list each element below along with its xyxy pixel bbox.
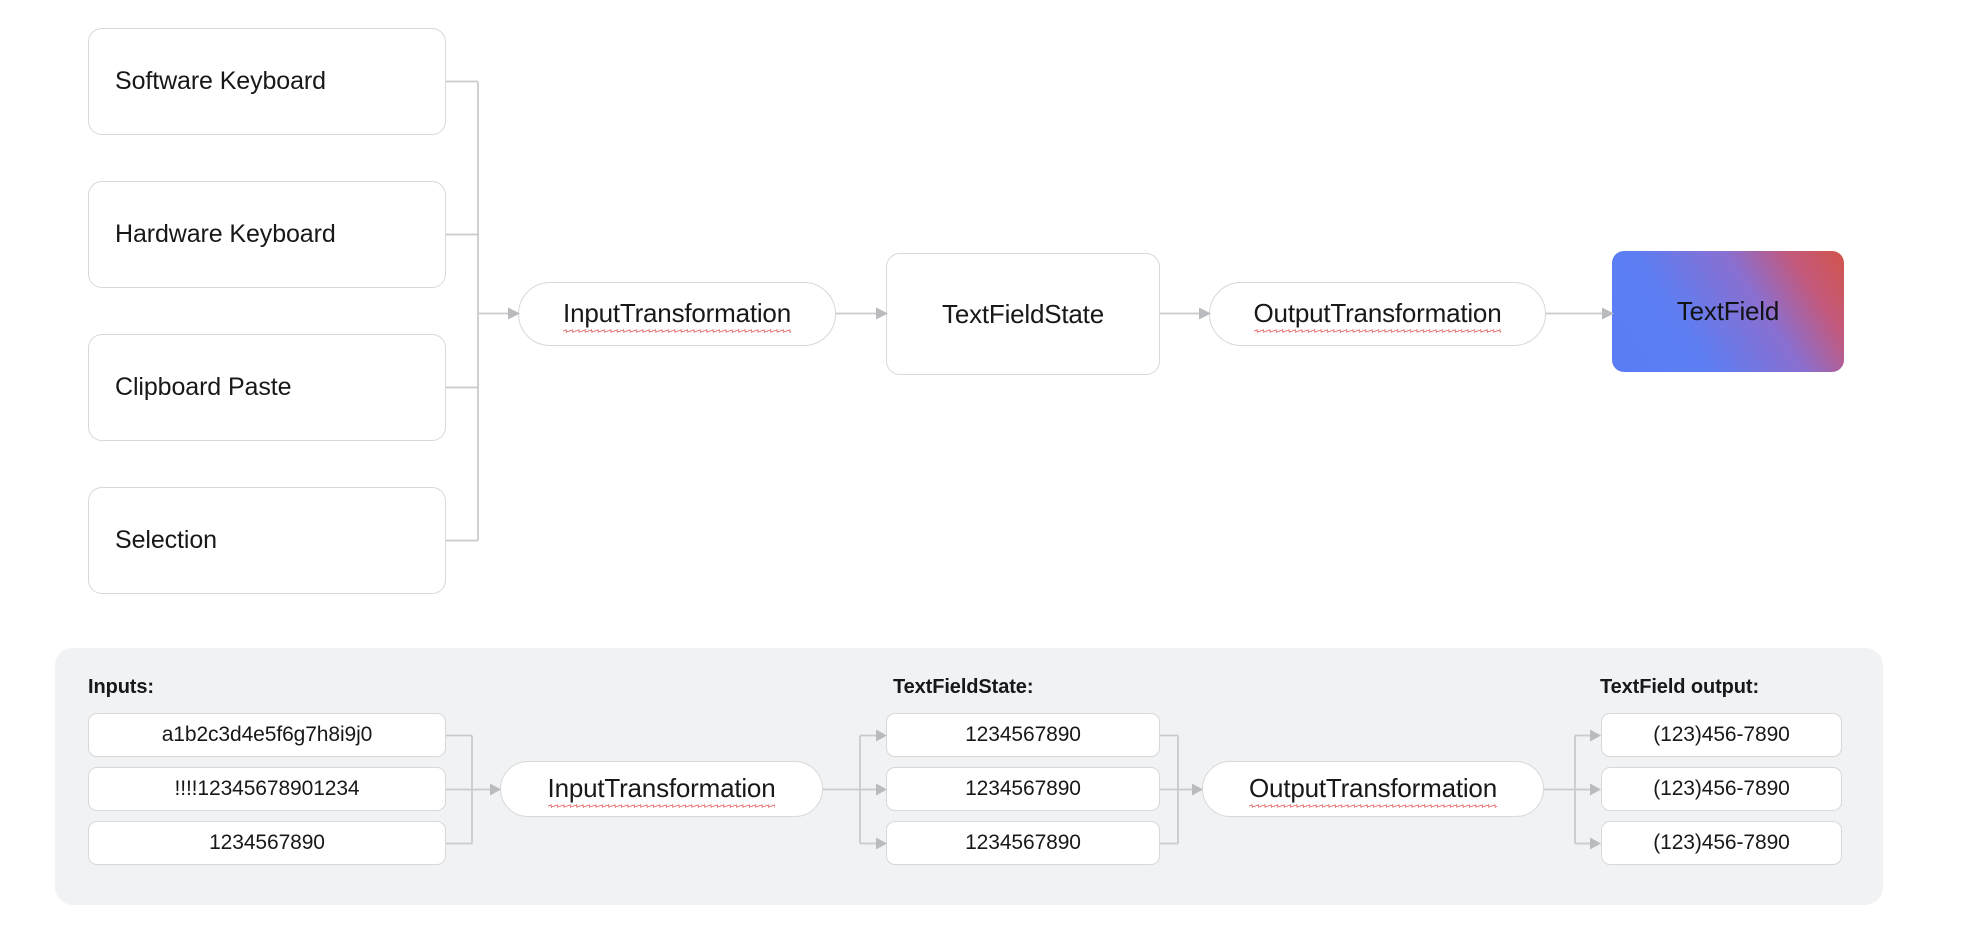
source-box-clipboard-paste[interactable]: Clipboard Paste (88, 334, 446, 441)
column-title-textfield-output: TextField output: (1600, 676, 1760, 698)
output-value-box[interactable]: (123)456-7890 (1601, 713, 1842, 757)
pipeline-node-label: TextFieldState (942, 298, 1104, 329)
source-box-label: Clipboard Paste (115, 373, 292, 401)
output-value-box[interactable]: (123)456-7890 (1601, 821, 1842, 865)
pipeline-node-output-transformation[interactable]: OutputTransformation (1209, 282, 1546, 346)
state-value-box[interactable]: 1234567890 (886, 713, 1160, 757)
pipeline-node-textfield[interactable]: TextField (1612, 251, 1844, 372)
pipeline-node-label: OutputTransformation (1253, 298, 1502, 333)
state-value-box[interactable]: 1234567890 (886, 767, 1160, 811)
source-box-hardware-keyboard[interactable]: Hardware Keyboard (88, 181, 446, 288)
panel-node-output-transformation[interactable]: OutputTransformation (1202, 761, 1544, 817)
pipeline-node-label: InputTransformation (563, 298, 791, 333)
input-value-box[interactable]: 1234567890 (88, 821, 446, 865)
source-box-software-keyboard[interactable]: Software Keyboard (88, 28, 446, 135)
source-box-label: Selection (115, 526, 217, 554)
column-title-inputs: Inputs: (88, 676, 154, 698)
panel-node-label: OutputTransformation (1249, 773, 1497, 808)
source-box-selection[interactable]: Selection (88, 487, 446, 594)
input-value-box[interactable]: a1b2c3d4e5f6g7h8i9j0 (88, 713, 446, 757)
output-value-box[interactable]: (123)456-7890 (1601, 767, 1842, 811)
pipeline-node-input-transformation[interactable]: InputTransformation (518, 282, 836, 346)
pipeline-node-textfieldstate[interactable]: TextFieldState (886, 253, 1160, 375)
source-box-label: Hardware Keyboard (115, 220, 336, 248)
state-value-box[interactable]: 1234567890 (886, 821, 1160, 865)
panel-node-label: InputTransformation (547, 773, 776, 808)
panel-node-input-transformation[interactable]: InputTransformation (500, 761, 823, 817)
column-title-textfieldstate: TextFieldState: (893, 676, 1034, 698)
pipeline-node-label: TextField (1676, 296, 1780, 326)
input-value-box[interactable]: !!!!12345678901234 (88, 767, 446, 811)
source-box-label: Software Keyboard (115, 67, 326, 95)
